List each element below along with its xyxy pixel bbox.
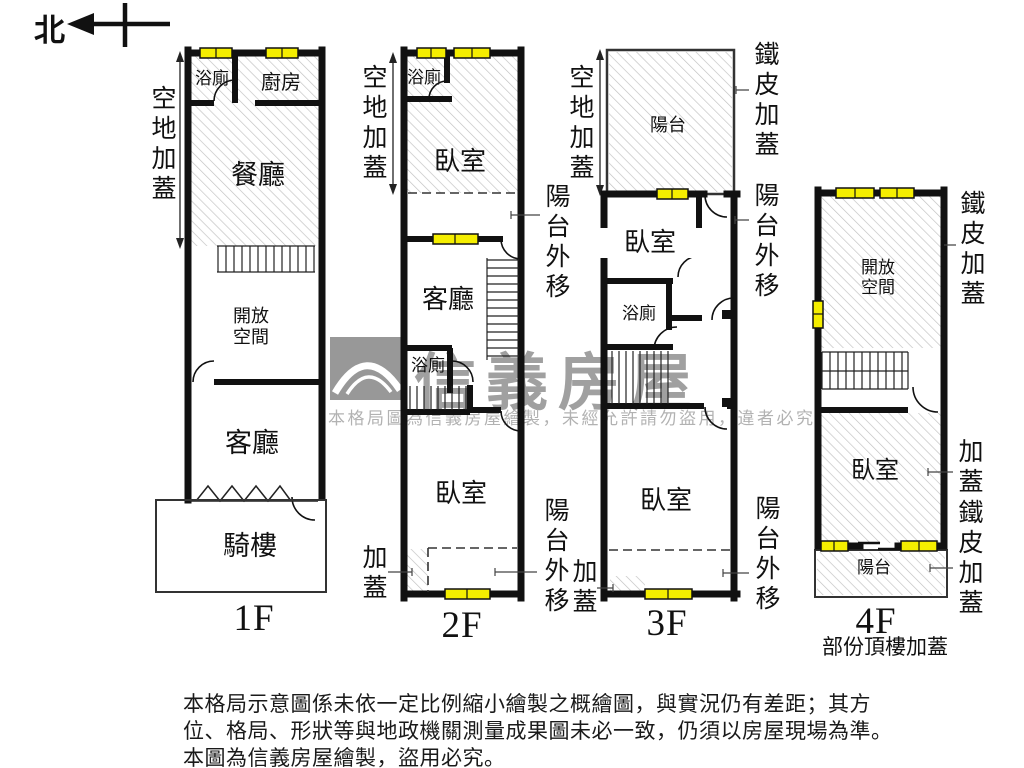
window-icon — [812, 187, 938, 552]
window-icon — [644, 188, 693, 600]
window-icon — [199, 47, 299, 59]
floor-4f-plan — [812, 186, 956, 598]
floor-2f-plan — [388, 46, 540, 602]
window-icon — [416, 47, 491, 600]
north-arrow-icon — [67, 3, 170, 47]
floor-3f-plan — [596, 48, 749, 602]
floor-1f-plan — [155, 46, 327, 593]
